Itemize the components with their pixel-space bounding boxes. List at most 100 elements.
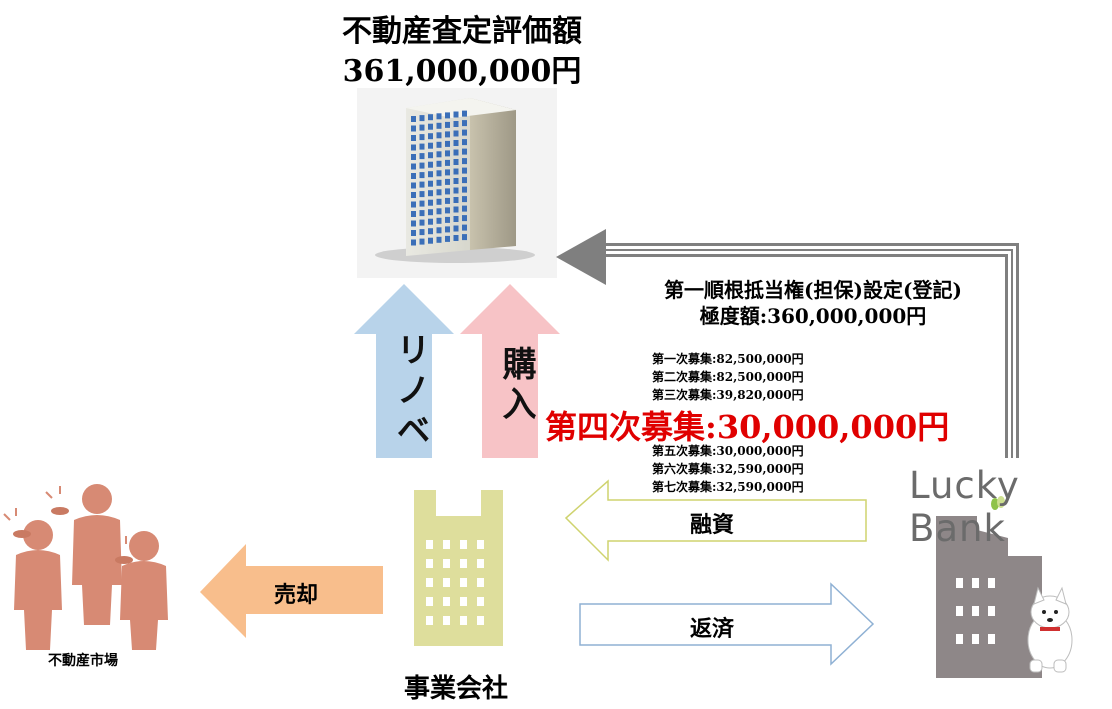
tower-window (411, 201, 416, 208)
tower-window (445, 216, 450, 223)
tower-window (419, 191, 425, 198)
purchase-arrow (460, 284, 560, 458)
mortgage-line1: 第一順根抵当権(担保)設定(登記) (664, 278, 962, 302)
funding-rounds-after: 第五次募集:30,000,000円 第六次募集:32,590,000円 第七次募… (652, 442, 804, 496)
company-window (426, 616, 433, 625)
tower-window (411, 173, 416, 179)
tower-window (436, 208, 442, 215)
company-window (443, 616, 450, 625)
tower-window (453, 187, 459, 194)
financing-arrow (564, 479, 867, 562)
mortgage-line2: 極度額:360,000,000円 (699, 304, 927, 328)
market-people-icon (13, 484, 168, 650)
financing-label: 融資 (690, 512, 735, 538)
tower-window (462, 234, 467, 241)
bank-name: Lucky Bank (909, 464, 1020, 550)
tower-window (428, 228, 433, 235)
company-window (477, 616, 484, 625)
funding-round-6: 第六次募集:32,590,000円 (652, 462, 804, 476)
company-window (426, 578, 433, 587)
tower-window (411, 239, 416, 246)
bank-window (972, 606, 979, 616)
tower-window (428, 142, 433, 149)
tower-window (445, 121, 450, 128)
company-window (477, 578, 484, 587)
funding-rounds-before: 第一次募集:82,500,000円 第二次募集:82,500,000円 第三次募… (652, 350, 804, 404)
tower-window (428, 123, 433, 130)
tower-window (445, 169, 450, 176)
bank-window (988, 578, 995, 588)
tower-window (453, 235, 459, 241)
sale-arrow (200, 544, 383, 638)
tower-window (462, 139, 467, 146)
tower-window (445, 207, 450, 214)
tower-building-image (357, 88, 557, 278)
tower-window (419, 200, 425, 207)
tower-window (419, 134, 425, 141)
tower-window (411, 163, 416, 170)
company-label: 事業会社 (404, 674, 509, 704)
mortgage-connector (556, 229, 1019, 458)
company-window (460, 616, 467, 625)
company-window (443, 597, 450, 606)
tower-window (453, 121, 459, 127)
funding-round-3: 第三次募集:39,820,000円 (652, 388, 804, 402)
tower-window (462, 224, 467, 231)
tower-window (428, 218, 433, 225)
tower-window (411, 125, 416, 132)
tower-window (411, 192, 416, 198)
tower-window (436, 236, 442, 243)
bank-window (972, 578, 979, 588)
tower-window (453, 149, 459, 156)
tower-window (462, 158, 467, 165)
tower-window (453, 130, 459, 137)
repayment-arrow (579, 582, 875, 666)
tower-window (445, 112, 450, 119)
tower-window (462, 148, 467, 155)
tower-window (436, 227, 442, 234)
tower-window (462, 120, 467, 127)
tower-window (445, 226, 450, 233)
tower-window (411, 220, 416, 227)
tower-window (436, 217, 442, 224)
tower-window (419, 153, 425, 160)
tower-window (428, 209, 433, 216)
company-window (443, 559, 450, 568)
sale-label: 売却 (274, 582, 319, 608)
tower-window (436, 151, 442, 158)
bank-window (956, 606, 963, 616)
tower-window (428, 237, 433, 244)
tower-window (436, 141, 442, 148)
tower-window (419, 238, 425, 245)
tower-window (436, 113, 442, 120)
tower-window (411, 230, 416, 236)
company-window (460, 597, 467, 606)
tower-window (453, 111, 459, 118)
tower-window (428, 114, 433, 121)
company-window (426, 597, 433, 606)
tower-window (411, 154, 416, 160)
company-window (426, 559, 433, 568)
company-window (460, 559, 467, 568)
tower-window (419, 181, 425, 188)
company-window (443, 540, 450, 549)
dog-mascot (1027, 586, 1073, 673)
funding-round-5: 第五次募集:30,000,000円 (652, 444, 804, 458)
tower-window (453, 140, 459, 146)
tower-window (436, 179, 442, 186)
tower-window (428, 199, 433, 206)
tower-window (419, 143, 425, 150)
sparkle-icon (3, 486, 127, 549)
tower-window (462, 177, 467, 184)
tower-window (462, 196, 467, 203)
tower-window (453, 159, 459, 165)
tower-window (445, 197, 450, 204)
bank-window (972, 634, 979, 644)
tower-window (445, 178, 450, 185)
tower-window (428, 161, 433, 168)
tower-window (411, 116, 416, 122)
tower-window (445, 140, 450, 147)
company-window (477, 559, 484, 568)
company-window (477, 540, 484, 549)
funding-round-7: 第七次募集:32,590,000円 (652, 480, 804, 494)
